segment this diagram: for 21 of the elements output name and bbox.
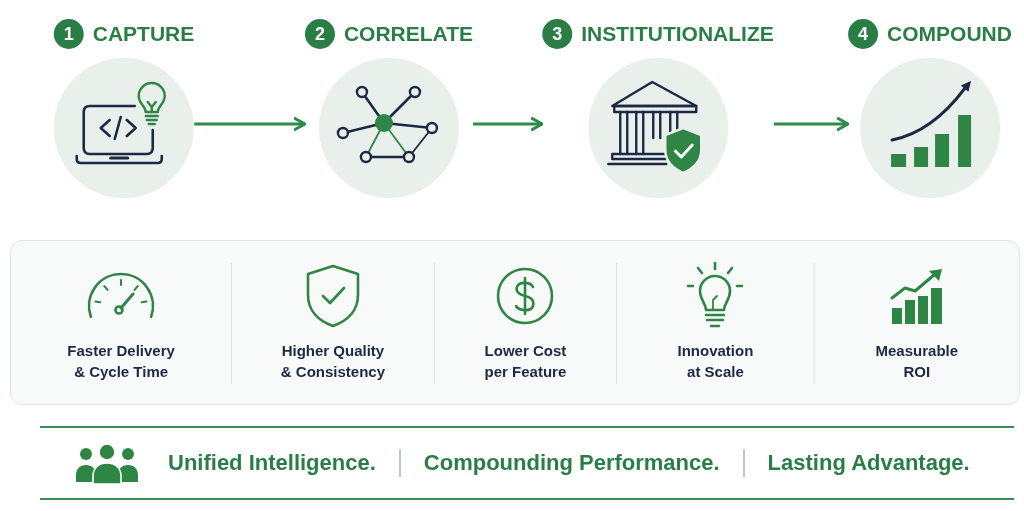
- tagline-text: Unified Intelligence.: [168, 450, 376, 476]
- step-number: 3: [542, 19, 573, 49]
- arrow: [194, 117, 307, 131]
- step-title: COMPOUND: [887, 21, 1012, 47]
- tagline-text: Lasting Advantage.: [767, 450, 970, 476]
- tagline-band: [40, 426, 1014, 500]
- benefit-label: Innovation at Scale: [676, 341, 755, 382]
- tagline-text: Compounding Performance.: [423, 450, 720, 476]
- arrow: [773, 117, 850, 131]
- benefit-label: Measurable ROI: [874, 341, 960, 382]
- step-title: INSTITUTIONALIZE: [581, 21, 774, 47]
- benefit-label: Faster Delivery & Cycle Time: [66, 341, 176, 382]
- benefit-label: Lower Cost per Feature: [483, 341, 568, 382]
- arrow: [473, 117, 544, 131]
- step-title: CAPTURE: [92, 21, 195, 47]
- benefits-panel: [10, 240, 1020, 405]
- step-number: 4: [848, 19, 879, 49]
- step-number: 1: [53, 19, 84, 49]
- step-title: CORRELATE: [343, 21, 474, 47]
- benefit-label: Higher Quality & Consistency: [279, 341, 387, 382]
- step-number: 2: [304, 19, 335, 49]
